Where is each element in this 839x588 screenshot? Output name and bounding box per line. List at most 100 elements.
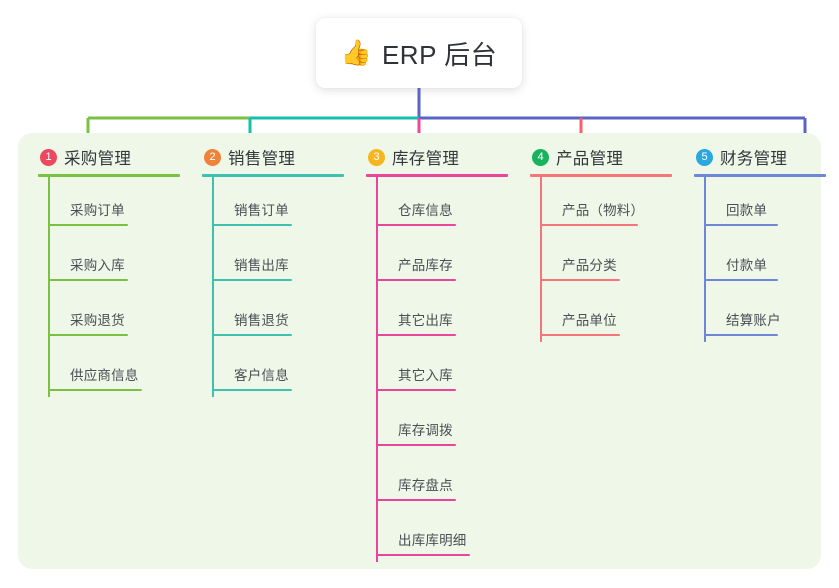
branch-item[interactable]: 付款单 — [694, 232, 834, 287]
branch-item-underline — [376, 279, 456, 281]
branch-items: 产品（物料） 产品分类产品单位 — [530, 177, 680, 342]
branch-item[interactable]: 回款单 — [694, 177, 834, 232]
branch-title: 销售管理 — [228, 150, 296, 168]
branch-item[interactable]: 销售退货 — [202, 287, 352, 342]
branch-item[interactable]: 采购退货 — [38, 287, 188, 342]
branch-item-label: 结算账户 — [726, 313, 781, 328]
branch-item-underline — [48, 389, 142, 391]
branch-title: 财务管理 — [720, 150, 788, 168]
branch-item[interactable]: 采购订单 — [38, 177, 188, 232]
branch-item[interactable]: 产品分类 — [530, 232, 680, 287]
branch-item-underline — [376, 224, 456, 226]
branch-items: 采购订单采购入库采购退货供应商信息 — [38, 177, 188, 397]
branch-item[interactable]: 产品（物料） — [530, 177, 680, 232]
branch-header[interactable]: 5 财务管理 — [694, 145, 834, 169]
branch-item-label: 出库库明细 — [398, 533, 467, 548]
branch-item-underline — [376, 554, 470, 556]
branch-item-underline — [212, 224, 292, 226]
branch-item-label: 产品库存 — [398, 258, 453, 273]
branch-item-underline — [376, 334, 456, 336]
branch-item-underline — [376, 389, 456, 391]
branch-item-underline — [212, 279, 292, 281]
branch-title: 采购管理 — [64, 150, 132, 168]
branch-item[interactable]: 其它出库 — [366, 287, 516, 342]
branch-item-underline — [540, 279, 620, 281]
branch-underline — [530, 174, 672, 177]
branch-number-badge: 4 — [532, 148, 549, 166]
branch-item-label: 采购退货 — [70, 313, 125, 328]
branch-item-underline — [540, 334, 620, 336]
branch-title: 产品管理 — [556, 150, 624, 168]
branch-item-underline — [48, 224, 128, 226]
branches-panel: 1 采购管理采购订单采购入库采购退货供应商信息 2 销售管理销售订单销售出库销售退货客… — [18, 133, 826, 569]
branch-item-underline — [376, 444, 456, 446]
branch-spine — [704, 177, 706, 342]
branch-header[interactable]: 2 销售管理 — [202, 145, 352, 169]
branch-column: 3 库存管理仓库信息产品库存其它出库其它入库库存调拨库存盘点出库库明细 — [366, 145, 516, 562]
branch-number-badge: 2 — [204, 148, 221, 166]
branch-item-label: 其它入库 — [398, 368, 453, 383]
branch-item-underline — [212, 334, 292, 336]
branch-item-label: 回款单 — [726, 203, 768, 218]
branch-item-underline — [48, 334, 128, 336]
branch-item-label: 采购订单 — [70, 203, 125, 218]
branch-item-underline — [212, 389, 292, 391]
branch-number-badge: 1 — [40, 148, 57, 166]
branch-item[interactable]: 结算账户 — [694, 287, 834, 342]
branch-item[interactable]: 客户信息 — [202, 342, 352, 397]
branch-item-label: 客户信息 — [234, 368, 289, 383]
branch-item[interactable]: 产品库存 — [366, 232, 516, 287]
branch-item[interactable]: 库存盘点 — [366, 452, 516, 507]
branch-spine — [212, 177, 214, 397]
branch-spine — [540, 177, 542, 342]
branch-item-label: 付款单 — [726, 258, 768, 273]
branch-header[interactable]: 4 产品管理 — [530, 145, 680, 169]
branch-item-label: 产品分类 — [562, 258, 617, 273]
root-node-title: ERP 后台 — [381, 39, 498, 70]
branch-underline — [202, 174, 344, 177]
branch-spine — [48, 177, 50, 397]
branch-item-label: 库存盘点 — [398, 478, 453, 493]
branch-item[interactable]: 销售订单 — [202, 177, 352, 232]
branch-items: 销售订单销售出库销售退货客户信息 — [202, 177, 352, 397]
branch-item-underline — [704, 224, 778, 226]
branch-item[interactable]: 其它入库 — [366, 342, 516, 397]
branch-column: 5 财务管理回款单付款单结算账户 — [694, 145, 834, 342]
branch-item-label: 产品单位 — [562, 313, 617, 328]
branch-underline — [366, 174, 508, 177]
branch-number-badge: 3 — [368, 148, 385, 166]
branch-item-underline — [704, 334, 778, 336]
branch-title: 库存管理 — [392, 150, 460, 168]
branch-item-label: 销售订单 — [234, 203, 289, 218]
branch-item-label: 产品（物料） — [562, 203, 645, 218]
branch-item[interactable]: 库存调拨 — [366, 397, 516, 452]
branch-item-label: 其它出库 — [398, 313, 453, 328]
branch-item[interactable]: 产品单位 — [530, 287, 680, 342]
branch-column: 2 销售管理销售订单销售出库销售退货客户信息 — [202, 145, 352, 397]
branch-column: 4 产品管理产品（物料） 产品分类产品单位 — [530, 145, 680, 342]
root-node-content: 👍 ERP 后台 — [341, 35, 497, 72]
branch-item-label: 销售退货 — [234, 313, 289, 328]
branch-item-underline — [48, 279, 128, 281]
branch-number-badge: 5 — [696, 148, 713, 166]
branch-item[interactable]: 出库库明细 — [366, 507, 516, 562]
branch-item-underline — [540, 224, 638, 226]
branch-item-label: 采购入库 — [70, 258, 125, 273]
branch-item[interactable]: 销售出库 — [202, 232, 352, 287]
root-node-card[interactable]: 👍 ERP 后台 — [316, 18, 522, 88]
branch-items: 回款单付款单结算账户 — [694, 177, 834, 342]
branch-item[interactable]: 采购入库 — [38, 232, 188, 287]
branch-underline — [38, 174, 180, 177]
branch-spine — [376, 177, 378, 562]
branch-items: 仓库信息产品库存其它出库其它入库库存调拨库存盘点出库库明细 — [366, 177, 516, 562]
branch-item-label: 仓库信息 — [398, 203, 453, 218]
branch-item-label: 供应商信息 — [70, 368, 139, 383]
branch-header[interactable]: 3 库存管理 — [366, 145, 516, 169]
branch-item[interactable]: 仓库信息 — [366, 177, 516, 232]
thumbs-up-icon: 👍 — [340, 38, 372, 67]
branch-underline — [694, 174, 826, 177]
branch-header[interactable]: 1 采购管理 — [38, 145, 188, 169]
branch-item-underline — [704, 279, 778, 281]
branch-item[interactable]: 供应商信息 — [38, 342, 188, 397]
